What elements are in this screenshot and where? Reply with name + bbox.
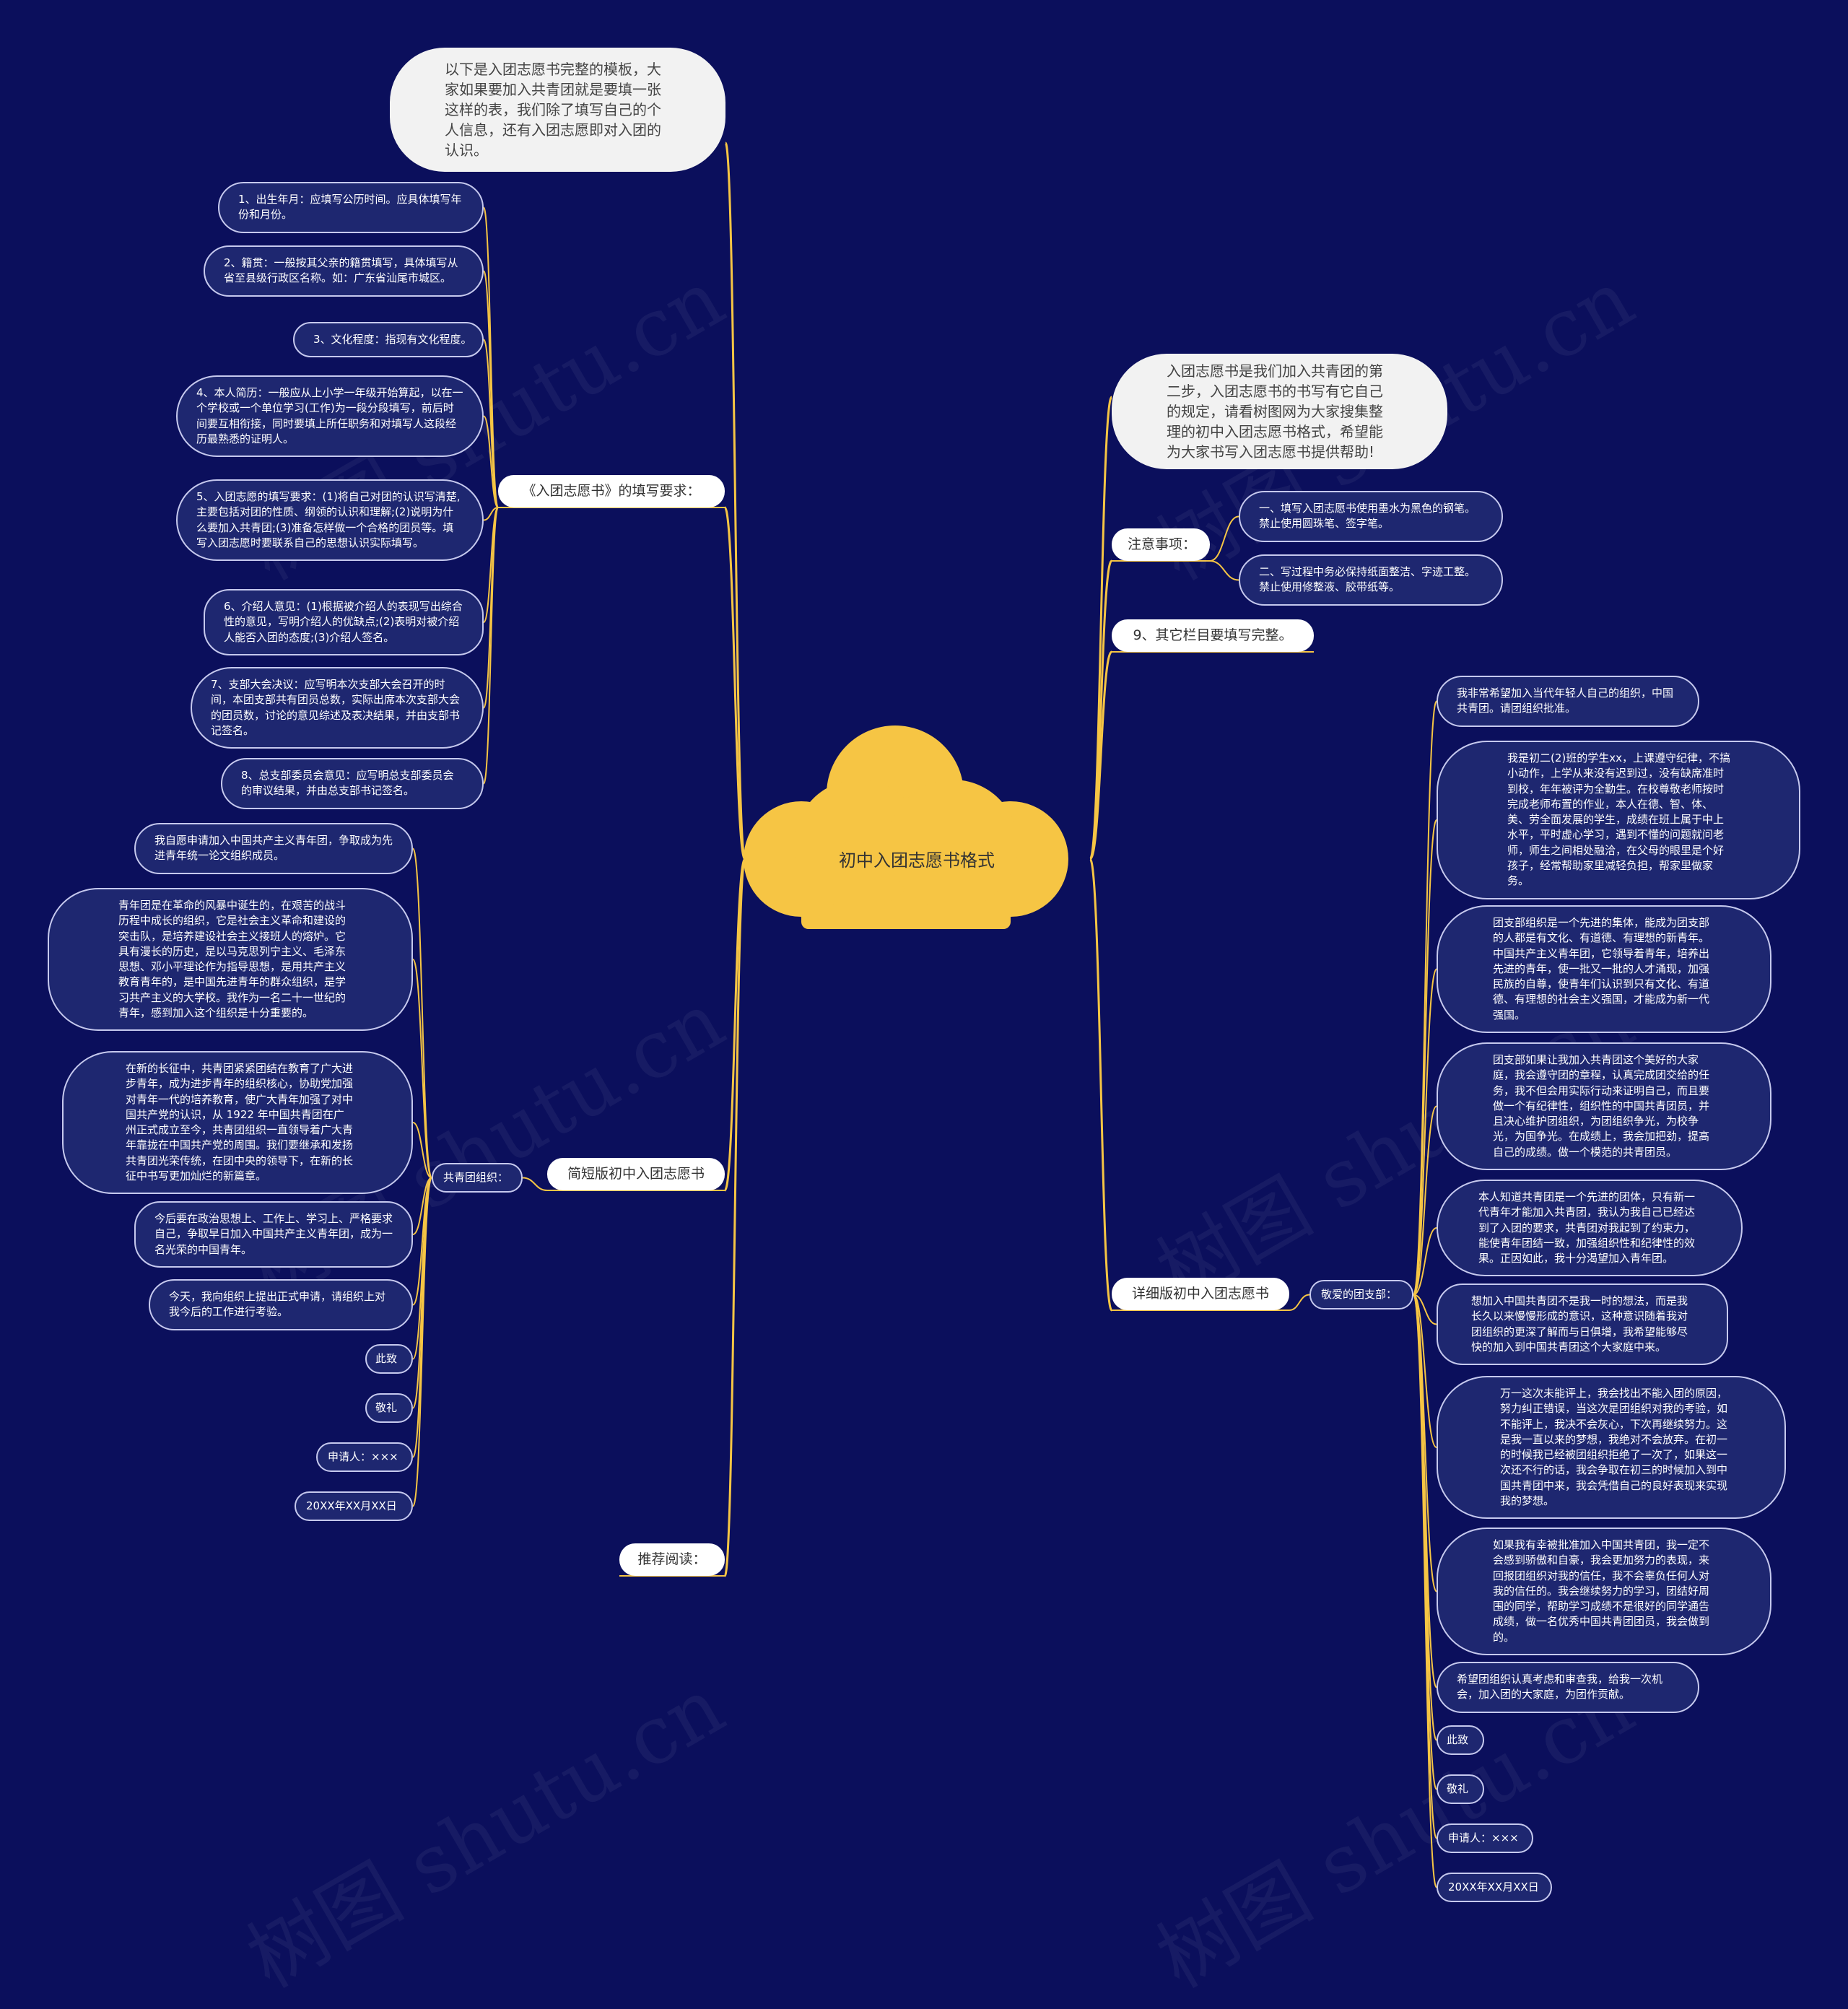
connector-line [483, 507, 499, 521]
root-topic[interactable]: 初中入团志愿书格式 [839, 850, 995, 871]
connector-line [1209, 515, 1239, 562]
requirement-item[interactable]: 4、本人简历：一般应从上小学一年级开始算起，以在一个学校或一个单位学习(工作)为… [176, 375, 484, 458]
connector-line [522, 1177, 548, 1191]
connector-line [724, 141, 746, 860]
simple-version-item[interactable]: 今后要在政治思想上、工作上、学习上、严格要求自己，争取早日加入中国共产主义青年团… [134, 1201, 413, 1268]
connector-line [1413, 1294, 1437, 1325]
detailed-version-item[interactable]: 敬礼 [1437, 1774, 1484, 1805]
connector-line [483, 270, 499, 508]
detailed-version-item[interactable]: 希望团组织认真考虑和审查我，给我一次机会，加入团的大家庭，为团作贡献。 [1437, 1662, 1699, 1713]
detailed-version-item[interactable]: 万一这次未能评上，我会找出不能入团的原因，努力纠正错误，当这次是团组织对我的考验… [1437, 1376, 1786, 1520]
connector-line [412, 1177, 432, 1235]
detailed-version-item[interactable]: 想加入中国共青团不是我一时的想法，而是我长久以来慢慢形成的意识，这种意识随着我对… [1437, 1284, 1728, 1366]
connector-line [412, 847, 432, 1179]
detailed-version-item[interactable]: 如果我有幸被批准加入中国共青团，我一定不会感到骄傲和自豪，我会更加努力的表现，来… [1437, 1528, 1771, 1656]
note-item[interactable]: 一、填写入团志愿书使用墨水为黑色的钢笔。禁止使用圆珠笔、签字笔。 [1239, 491, 1503, 542]
simple-version-item[interactable]: 敬礼 [365, 1393, 413, 1424]
detailed-version-item[interactable]: 团支部组织是一个先进的集体，能成为团支部的人都是有文化、有道德、有理想的新青年。… [1437, 905, 1771, 1034]
connector-line [412, 959, 432, 1179]
simple-version-item[interactable]: 我自愿申请加入中国共产主义青年团，争取成为先进青年统一论文组织成员。 [134, 823, 413, 874]
requirement-item[interactable]: 1、出生年月：应填写公历时间。应具体填写年份和月份。 [218, 182, 484, 233]
other-fields-label[interactable]: 9、其它栏目要填写完整。 [1112, 619, 1314, 652]
mind-map-canvas: 树图 shutu.cn 树图 shutu.cn 树图 shutu.cn 树图 s… [48, 48, 1800, 2005]
right-intro-bubble[interactable]: 入团志愿书是我们加入共青团的第二步，入团志愿书的书写有它自己的规定，请看树图网为… [1112, 354, 1447, 469]
detailed-version-label[interactable]: 详细版初中入团志愿书 [1112, 1278, 1289, 1310]
connector-line [1413, 1294, 1437, 1888]
connector-line [483, 507, 499, 785]
left-intro-bubble[interactable]: 以下是入团志愿书完整的模板，大家如果要加入共青团就是要填一张这样的表，我们除了填… [390, 48, 725, 172]
simple-version-item[interactable]: 今天，我向组织上提出正式申请，请组织上对我今后的工作进行考验。 [149, 1279, 413, 1330]
connector-line [483, 415, 499, 508]
simple-version-salutation[interactable]: 共青团组织： [432, 1163, 523, 1193]
connector-line [1089, 396, 1113, 860]
detailed-version-item[interactable]: 申请人：××× [1437, 1823, 1533, 1854]
requirement-item[interactable]: 8、总支部委员会意见：应写明总支部委员会的审议结果，并由总支部书记签名。 [221, 758, 484, 809]
detailed-version-item[interactable]: 我非常希望加入当代年轻人自己的组织，中国共青团。请团组织批准。 [1437, 676, 1699, 727]
requirement-item[interactable]: 3、文化程度：指现有文化程度。 [293, 322, 484, 358]
connector-line [412, 1177, 432, 1507]
detailed-version-salutation[interactable]: 敬爱的团支部： [1309, 1280, 1413, 1310]
simple-version-label[interactable]: 简短版初中入团志愿书 [547, 1158, 725, 1190]
simple-version-item[interactable]: 在新的长征中，共青团紧紧团结在教育了广大进步青年，成为进步青年的组织核心，协助党… [62, 1051, 413, 1195]
requirement-item[interactable]: 6、介绍人意见：(1)根据被介绍人的表现写出综合性的意见，写明介绍人的优缺点;(… [204, 589, 484, 655]
recommended-reading-label[interactable]: 推荐阅读： [619, 1543, 725, 1576]
connector-line [1413, 1227, 1437, 1296]
connector-line [1209, 560, 1239, 581]
connector-line [1089, 650, 1113, 860]
simple-version-item[interactable]: 20XX年XX月XX日 [295, 1491, 413, 1522]
requirement-item[interactable]: 7、支部大会决议：应写明本次支部大会召开的时间，本团支部共有团员总数，实际出席本… [191, 667, 484, 749]
simple-version-item[interactable]: 申请人：××× [316, 1442, 413, 1473]
simple-version-item[interactable]: 此致 [365, 1344, 413, 1374]
requirement-item[interactable]: 5、入团志愿的填写要求：(1)将自己对团的认识写清楚,主要包括对团的性质、纲领的… [176, 479, 484, 562]
connector-line [723, 858, 746, 1192]
requirement-item[interactable]: 2、籍贯：一般按其父亲的籍贯填写，具体填写从省至县级行政区名称。如：广东省汕尾市… [204, 245, 484, 297]
connector-line [412, 1177, 432, 1409]
connector-line [412, 1122, 432, 1179]
connector-line [1089, 858, 1113, 1312]
requirements-label[interactable]: 《入团志愿书》的填写要求： [498, 475, 725, 507]
detailed-version-item[interactable]: 此致 [1437, 1725, 1484, 1756]
notes-label[interactable]: 注意事项： [1112, 528, 1210, 561]
detailed-version-item[interactable]: 团支部如果让我加入共青团这个美好的大家庭，我会遵守团的章程，认真完成团交给的任务… [1437, 1042, 1771, 1171]
connector-line [483, 507, 499, 709]
connector-line [1413, 819, 1437, 1296]
connector-line [1413, 1294, 1437, 1448]
detailed-version-item[interactable]: 20XX年XX月XX日 [1437, 1873, 1552, 1903]
connector-line [1413, 1105, 1437, 1296]
note-item[interactable]: 二、写过程中务必保持纸面整洁、字迹工整。禁止使用修整液、胶带纸等。 [1239, 554, 1503, 606]
connector-lines [412, 141, 1437, 1888]
simple-version-item[interactable]: 青年团是在革命的风暴中诞生的，在艰苦的战斗历程中成长的组织，它是社会主义革命和建… [48, 888, 413, 1032]
connector-line [1289, 1294, 1310, 1311]
detailed-version-item[interactable]: 本人知道共青团是一个先进的团体，只有新一代青年才能加入共青团，我认为我自己已经达… [1437, 1180, 1743, 1277]
connector-line [723, 858, 746, 1577]
connector-line [1413, 968, 1437, 1296]
connector-line [723, 506, 746, 860]
detailed-version-item[interactable]: 我是初二(2)班的学生xx，上课遵守纪律，不搞小动作，上学从来没有迟到过，没有缺… [1437, 741, 1800, 899]
